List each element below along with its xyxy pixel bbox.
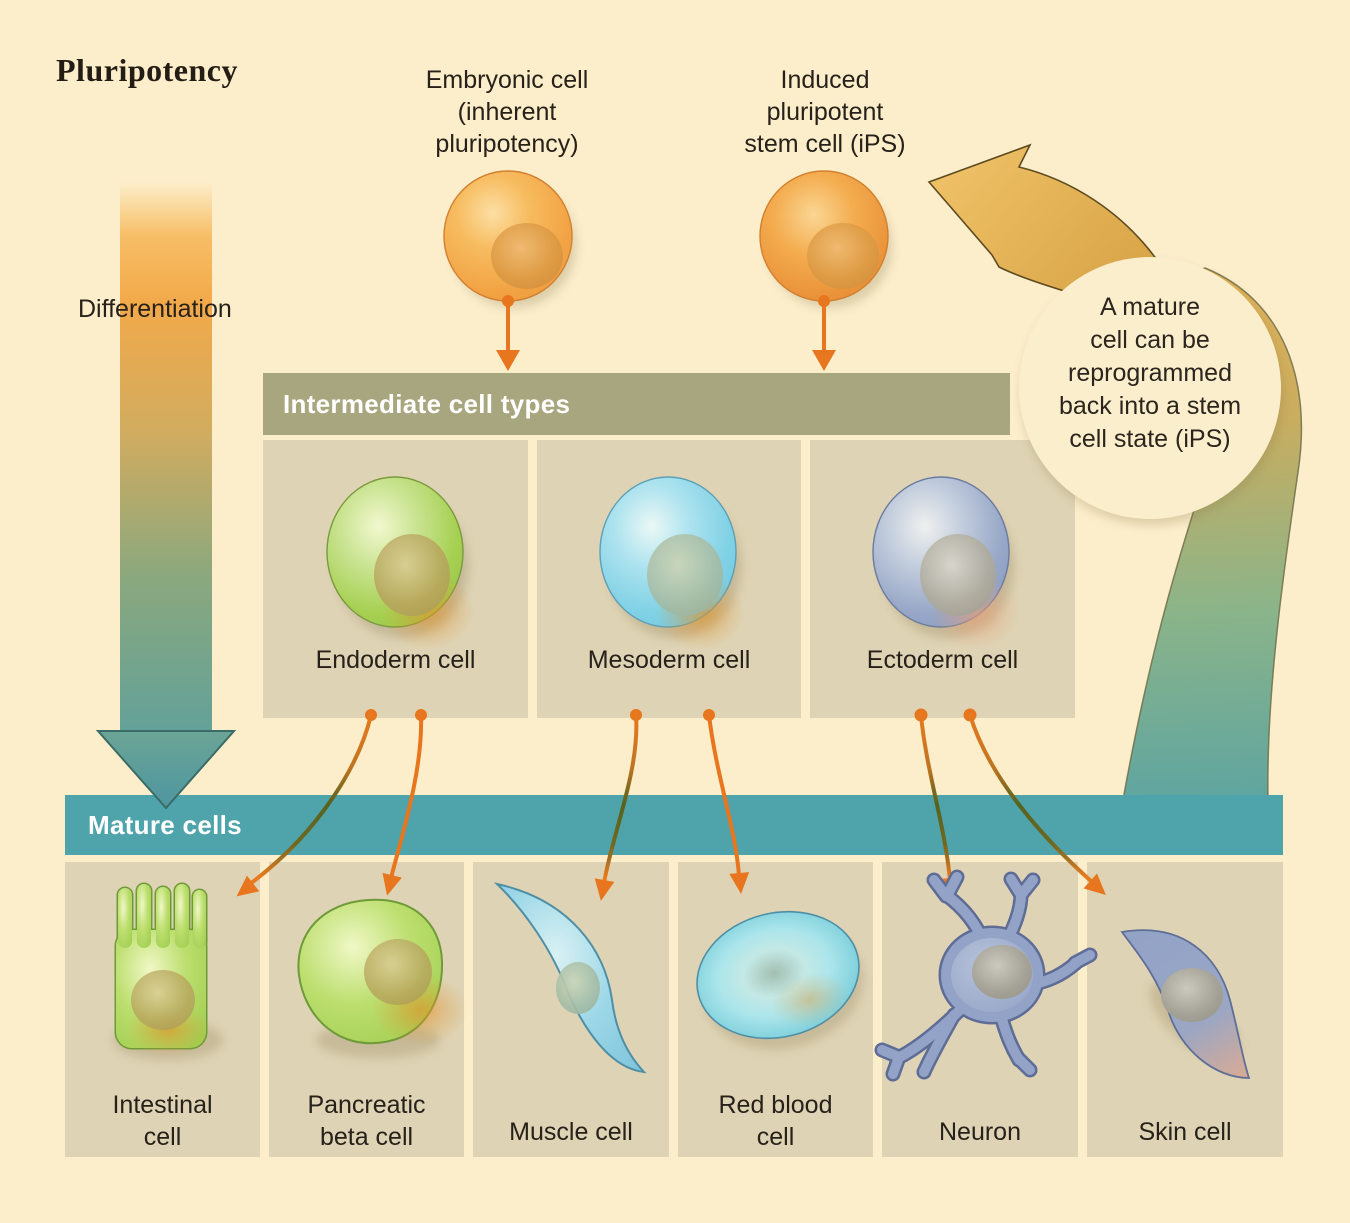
callout-bubble — [1019, 257, 1283, 525]
endoderm-cell-graphic — [326, 476, 474, 650]
mesoderm-label: Mesoderm cell — [587, 646, 751, 674]
pancreatic-beta-cell-graphic — [297, 898, 468, 1058]
red-blood-cell-graphic — [696, 910, 863, 1050]
embryonic-cell-graphic — [443, 170, 576, 308]
skin-cell-label: Skin cell — [1138, 1118, 1232, 1146]
intermediate-header-label: Intermediate cell types — [283, 389, 571, 419]
ectoderm-cell-graphic — [872, 476, 1019, 650]
mature-header-label: Mature cells — [88, 810, 242, 840]
embryonic-down-arrow — [496, 295, 520, 371]
neuron-label: Neuron — [939, 1118, 1021, 1146]
muscle-cell-label: Muscle cell — [509, 1118, 633, 1146]
ips-cell-graphic — [759, 170, 892, 308]
differentiation-arrow — [95, 182, 237, 810]
muscle-cell-graphic — [493, 882, 647, 1074]
mesoderm-cell-graphic — [599, 476, 744, 650]
page-title: Pluripotency — [56, 52, 238, 88]
intestinal-cell-graphic — [113, 882, 223, 1060]
ips-down-arrow — [812, 295, 836, 371]
ips-cell-label: Induced pluripotent stem cell (iPS) — [744, 66, 906, 158]
ectoderm-label: Ectoderm cell — [866, 646, 1019, 674]
pancreatic-beta-cell-label: Pancreatic beta cell — [307, 1091, 426, 1151]
skin-cell-graphic — [1120, 929, 1251, 1079]
intermediate-header-bar — [263, 373, 1010, 435]
differentiation-connector-arrows — [236, 708, 1106, 901]
embryonic-cell-label: Embryonic cell (inherent pluripotency) — [425, 66, 589, 158]
neuron-graphic — [882, 877, 1090, 1074]
callout-text: A mature cell can be reprogrammed back i… — [1058, 293, 1242, 453]
intestinal-cell-label: Intestinal cell — [112, 1091, 213, 1151]
red-blood-cell-label: Red blood cell — [718, 1091, 833, 1151]
mature-header-bar — [65, 795, 1283, 855]
endoderm-label: Endoderm cell — [315, 646, 476, 674]
differentiation-label: Differentiation — [78, 295, 232, 323]
